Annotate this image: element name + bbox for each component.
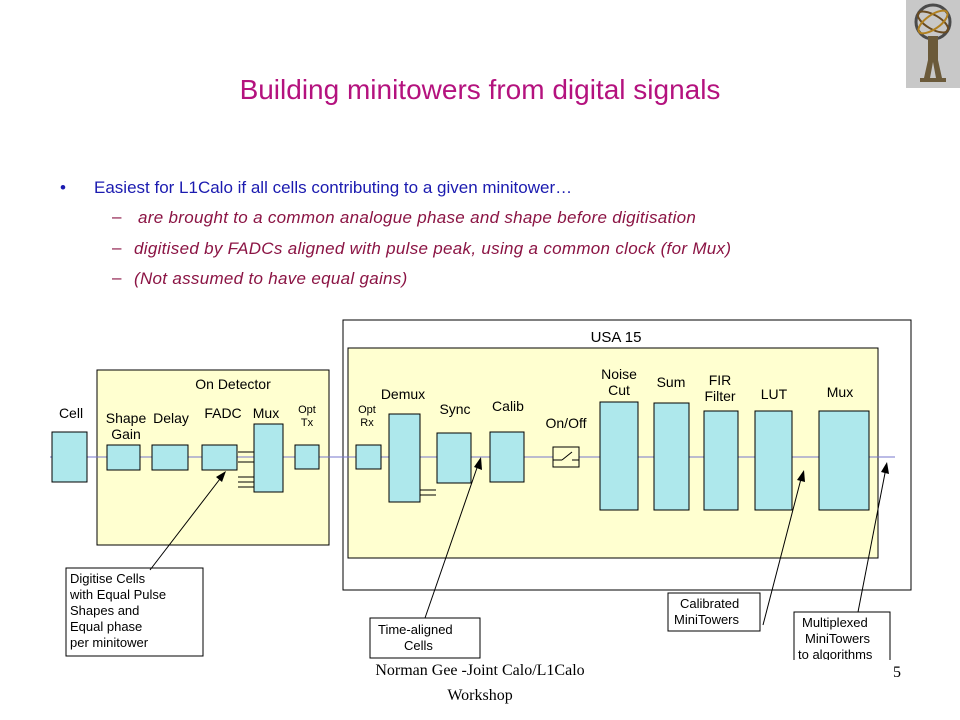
calib-label: Calib <box>492 398 524 414</box>
opt-rx-label-2: Rx <box>360 417 374 429</box>
sub-bullet-3: (Not assumed to have equal gains) <box>134 269 408 288</box>
mux-usa-label: Mux <box>827 384 853 400</box>
fadc-label: FADC <box>204 405 241 421</box>
sum-block <box>653 402 690 511</box>
slide-footer: Norman Gee -Joint Calo/L1Calo Workshop <box>375 662 585 704</box>
demux-label: Demux <box>381 386 425 402</box>
demux-block <box>388 413 421 503</box>
shape-block <box>106 444 141 471</box>
bullet-main-text: Easiest for L1Calo if all cells contribu… <box>94 178 573 197</box>
usa15-label: USA 15 <box>591 329 642 346</box>
calib-block <box>489 431 525 483</box>
sync-label: Sync <box>439 401 470 417</box>
noise-cut-block <box>599 401 639 511</box>
cell-block <box>51 431 88 483</box>
opt-rx-label-1: Opt <box>358 404 376 416</box>
mux-usa-block <box>818 410 870 511</box>
opt-tx-label-2: Tx <box>301 417 314 429</box>
sync-block <box>436 432 472 484</box>
sub-bullet-dash-3: – <box>112 268 122 287</box>
multiplexed-note-box <box>793 611 891 660</box>
bullet-dot: • <box>60 178 66 197</box>
lut-block <box>754 410 793 511</box>
fir-label-2: Filter <box>704 388 735 404</box>
digitise-line-3: Shapes and <box>70 603 139 618</box>
lut-label: LUT <box>761 386 788 402</box>
sub-bullet-dash-2: – <box>112 238 122 257</box>
fir-filter-block <box>703 410 739 511</box>
multiplexed-line-1: Multiplexed <box>802 615 868 630</box>
opt-tx-label-1: Opt <box>298 404 316 416</box>
slide-title: Building minitowers from digital signals <box>239 74 721 105</box>
calibrated-pointer <box>762 474 803 626</box>
delay-label: Delay <box>153 410 189 426</box>
sub-bullet-dash-1: – <box>112 207 122 226</box>
signal-chain-diagram: USA 15 On Detector Cell Shape Gain Delay… <box>50 319 912 660</box>
sub-bullet-1: are brought to a common analogue phase a… <box>138 208 697 227</box>
fadc-block <box>201 444 238 471</box>
noise-label-1: Noise <box>601 366 637 382</box>
onoff-label: On/Off <box>546 415 587 431</box>
sub-bullet-2: digitised by FADCs aligned with pulse pe… <box>134 239 732 258</box>
delay-block <box>151 444 189 471</box>
on-detector-label: On Detector <box>195 376 271 392</box>
mux-detector-block <box>253 423 284 493</box>
digitise-line-2: with Equal Pulse <box>69 587 166 602</box>
fir-label-1: FIR <box>709 372 732 388</box>
time-aligned-line-1: Time-aligned <box>378 622 453 637</box>
digitise-line-5: per minitower <box>70 635 149 650</box>
digitise-line-1: Digitise Cells <box>70 571 146 586</box>
atlas-logo <box>906 0 960 88</box>
multiplexed-line-3: to algorithms <box>798 647 873 660</box>
opt-rx-block <box>355 444 382 470</box>
page-number: 5 <box>893 664 901 681</box>
calibrated-note-box <box>667 592 761 632</box>
time-aligned-note-box <box>369 617 481 659</box>
noise-label-2: Cut <box>608 382 630 398</box>
calibrated-line-2: MiniTowers <box>674 612 740 627</box>
time-aligned-line-2: Cells <box>404 638 433 653</box>
digitise-line-4: Equal phase <box>70 619 142 634</box>
digitise-note-box <box>65 567 204 657</box>
time-aligned-pointer <box>424 461 480 619</box>
gain-label: Gain <box>111 426 141 442</box>
sum-label: Sum <box>657 374 686 390</box>
shape-label: Shape <box>106 410 147 426</box>
digitise-pointer <box>149 474 224 571</box>
multiplexed-line-2: MiniTowers <box>805 631 871 646</box>
multiplexed-pointer <box>857 467 887 613</box>
calibrated-line-1: Calibrated <box>680 596 739 611</box>
mux-detector-label: Mux <box>253 405 279 421</box>
cell-label: Cell <box>59 405 83 421</box>
opt-tx-block <box>294 444 320 470</box>
